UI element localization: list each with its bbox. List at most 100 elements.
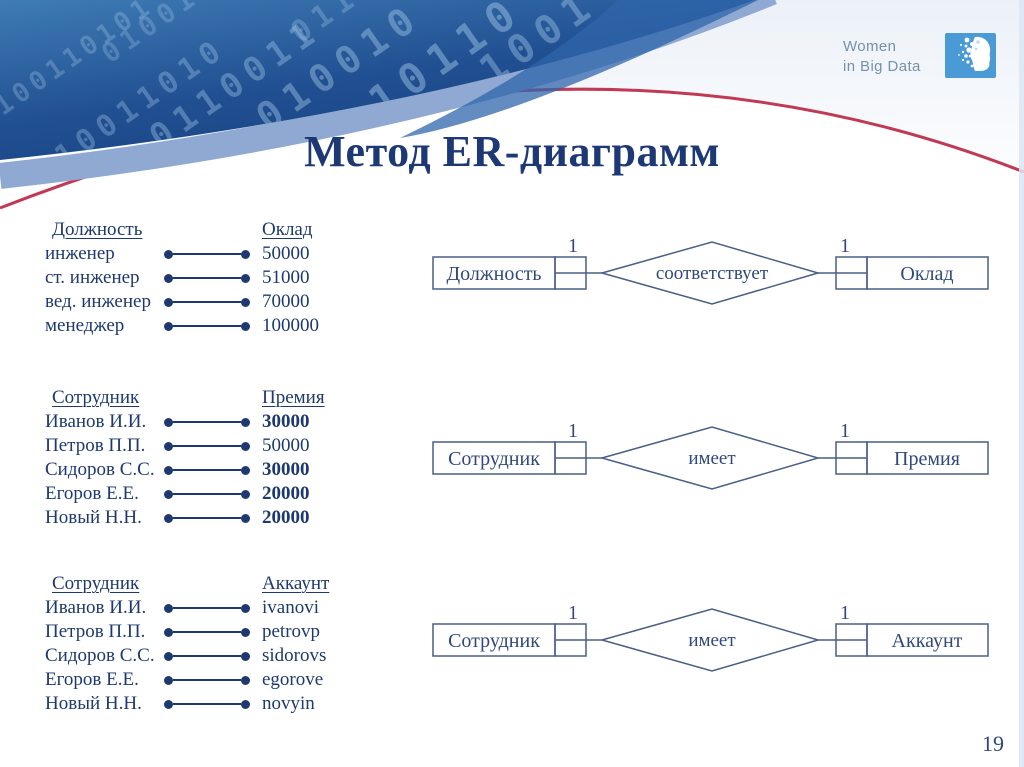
right-entity-label: Премия (894, 448, 960, 470)
logo-text-line1: Women (843, 38, 897, 55)
page-number: 19 (982, 731, 1004, 756)
connector-dot (164, 321, 173, 331)
right-entity-label: Оклад (900, 263, 953, 285)
women-in-big-data-face-icon (944, 33, 996, 78)
connector-dot (164, 465, 173, 475)
relationship-label: соответствует (656, 263, 769, 284)
right-cardinality: 1 (840, 602, 850, 624)
connector-dot (241, 417, 250, 427)
connector-line (164, 627, 250, 637)
connector-dot (241, 675, 250, 685)
mapping-header-row: Должность Оклад (40, 218, 370, 242)
mapping-row: Сидоров С.С. sidorovs (45, 645, 327, 666)
connector-line (164, 441, 250, 451)
mapping-row: Иванов И.И. 30000 (45, 411, 310, 432)
mapping-row: инженер 50000 (45, 243, 310, 264)
banner-under-curve-fill (0, 0, 1024, 208)
er-diagram-position-salary: Должность 1 соответствует 1 Оклад (425, 234, 1000, 314)
mapping-row: менеджер 100000 (45, 315, 319, 336)
mapping-list-employee-account: Сотрудник Аккаунт Иванов И.И. ivanovi Пе… (40, 572, 370, 716)
right-cardinality: 1 (840, 235, 850, 257)
mapping-list-employee-bonus: Сотрудник Премия Иванов И.И. 30000 Петро… (40, 386, 370, 530)
entity-box (866, 441, 989, 475)
connector-line (164, 321, 250, 331)
connector-line (164, 465, 250, 475)
connector-dot (241, 249, 250, 259)
navy-swoosh (0, 0, 755, 160)
mapping-header-row: Сотрудник Аккаунт (40, 572, 370, 596)
connector-line (164, 513, 250, 523)
connector-dot (164, 441, 173, 451)
left-entity-label: Сотрудник (448, 448, 540, 470)
connector-dot (164, 297, 173, 307)
right-edge-strip (1019, 0, 1024, 767)
mapping-row: Егоров Е.Е. 20000 (45, 483, 310, 504)
left-cardinality: 1 (568, 235, 578, 257)
mapping-right-header: Премия (262, 387, 325, 408)
connector-dot (164, 699, 173, 709)
connector-line (164, 249, 250, 259)
mapping-row: ст. инженер 51000 (45, 267, 310, 288)
mapping-row: Сидоров С.С. 30000 (45, 459, 310, 480)
swoosh-sheen (400, 0, 758, 138)
connector-line (164, 675, 250, 685)
mapping-row: Егоров Е.Е. egorove (45, 669, 324, 690)
connector-dot (241, 297, 250, 307)
connector-line (164, 699, 250, 709)
er-diagram-employee-bonus: Сотрудник 1 имеет 1 Премия (425, 419, 1000, 499)
mapping-row: Иванов И.И. ivanovi (45, 597, 319, 618)
entity-box (866, 623, 989, 657)
left-entity-label: Сотрудник (448, 630, 540, 652)
connector-dot (241, 321, 250, 331)
connector-dot (164, 603, 173, 613)
banner-graphic: 0100110101 10011010 0110011 010010 10110… (0, 0, 1024, 210)
connector-dot (241, 273, 250, 283)
connector-dot (164, 273, 173, 283)
connector-dot (164, 627, 173, 637)
connector-line (164, 297, 250, 307)
entity-box (866, 256, 989, 290)
page-title: Метод ER-диаграмм (304, 127, 720, 176)
right-entity-label: Аккаунт (892, 630, 963, 652)
relationship-label: имеет (688, 448, 736, 469)
left-cardinality: 1 (568, 420, 578, 442)
connector-dot (164, 249, 173, 259)
mapping-left-header: Сотрудник (52, 573, 140, 594)
connector-line (164, 273, 250, 283)
left-entity-label: Должность (446, 263, 541, 285)
right-cardinality: 1 (840, 420, 850, 442)
connector-dot (164, 651, 173, 661)
connector-dot (164, 675, 173, 685)
logo-text: Women in Big Data (843, 37, 921, 78)
connector-dot (241, 441, 250, 451)
connector-dot (241, 699, 250, 709)
mapping-row: Новый Н.Н. novyin (45, 693, 315, 714)
connector-dot (241, 627, 250, 637)
mapping-row: Петров П.П. petrovp (45, 621, 321, 642)
mapping-left-header: Должность (52, 219, 143, 240)
connector-dot (241, 513, 250, 523)
logo-text-line2: in Big Data (843, 58, 921, 76)
connector-dot (164, 417, 173, 427)
mapping-row: Петров П.П. 50000 (45, 435, 310, 456)
connector-line (164, 489, 250, 499)
logo-women-in-big-data: Women in Big Data (843, 33, 996, 78)
mapping-list-position-salary: Должность Оклад инженер 50000 ст. инжене… (40, 218, 370, 338)
connector-line (164, 417, 250, 427)
connector-dot (164, 513, 173, 523)
connector-line (164, 651, 250, 661)
connector-dot (241, 465, 250, 475)
mapping-header-row: Сотрудник Премия (40, 386, 370, 410)
mapping-left-header: Сотрудник (52, 387, 140, 408)
connector-dot (241, 489, 250, 499)
connector-dot (241, 603, 250, 613)
relationship-label: имеет (688, 630, 736, 651)
mapping-right-header: Аккаунт (262, 573, 330, 594)
connector-dot (241, 651, 250, 661)
mapping-right-header: Оклад (262, 219, 313, 240)
connector-line (164, 603, 250, 613)
connector-dot (164, 489, 173, 499)
mapping-row: вед. инженер 70000 (45, 291, 310, 312)
er-diagram-employee-account: Сотрудник 1 имеет 1 Аккаунт (425, 601, 1000, 681)
left-cardinality: 1 (568, 602, 578, 624)
